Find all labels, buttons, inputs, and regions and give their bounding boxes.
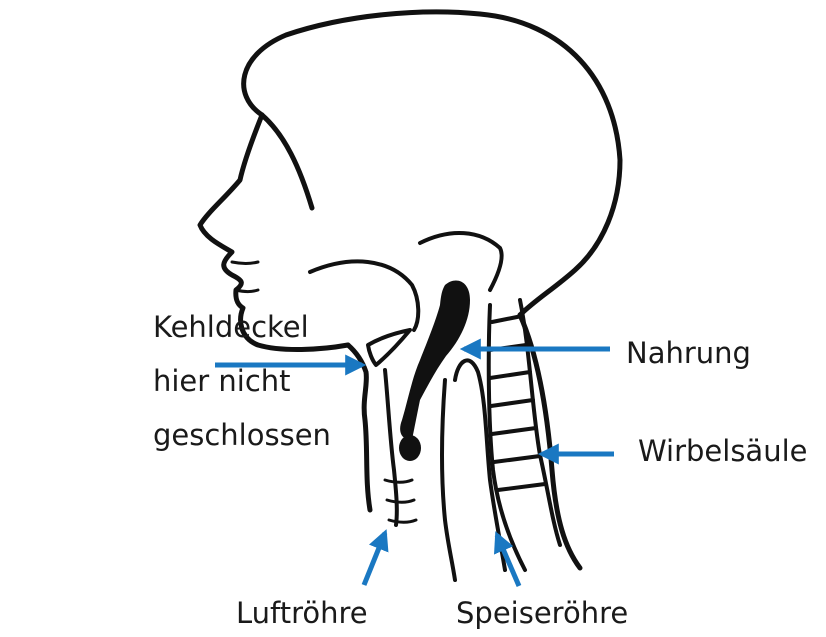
label-kehldeckel-line1: Kehldeckel xyxy=(153,313,309,342)
jaw-neck-front xyxy=(348,345,370,510)
label-kehldeckel-line2: hier nicht xyxy=(153,367,291,396)
epiglottis xyxy=(368,330,410,365)
trachea-rings xyxy=(385,480,416,522)
label-luftroehre: Luftröhre xyxy=(236,599,368,628)
vertebrae xyxy=(490,316,545,490)
label-nahrung: Nahrung xyxy=(626,339,751,368)
label-wirbelsaeule: Wirbelsäule xyxy=(638,437,807,466)
food-drop xyxy=(399,435,421,461)
head-outline xyxy=(244,12,620,315)
arrow-luftroehre xyxy=(364,533,385,585)
esophagus-back xyxy=(442,380,455,580)
palate-arc xyxy=(310,261,418,330)
food-bolus xyxy=(400,280,470,440)
label-speiseroehre: Speiseröhre xyxy=(456,599,628,628)
label-kehldeckel-line3: geschlossen xyxy=(153,421,331,450)
arrow-speiseroehre xyxy=(497,535,519,586)
